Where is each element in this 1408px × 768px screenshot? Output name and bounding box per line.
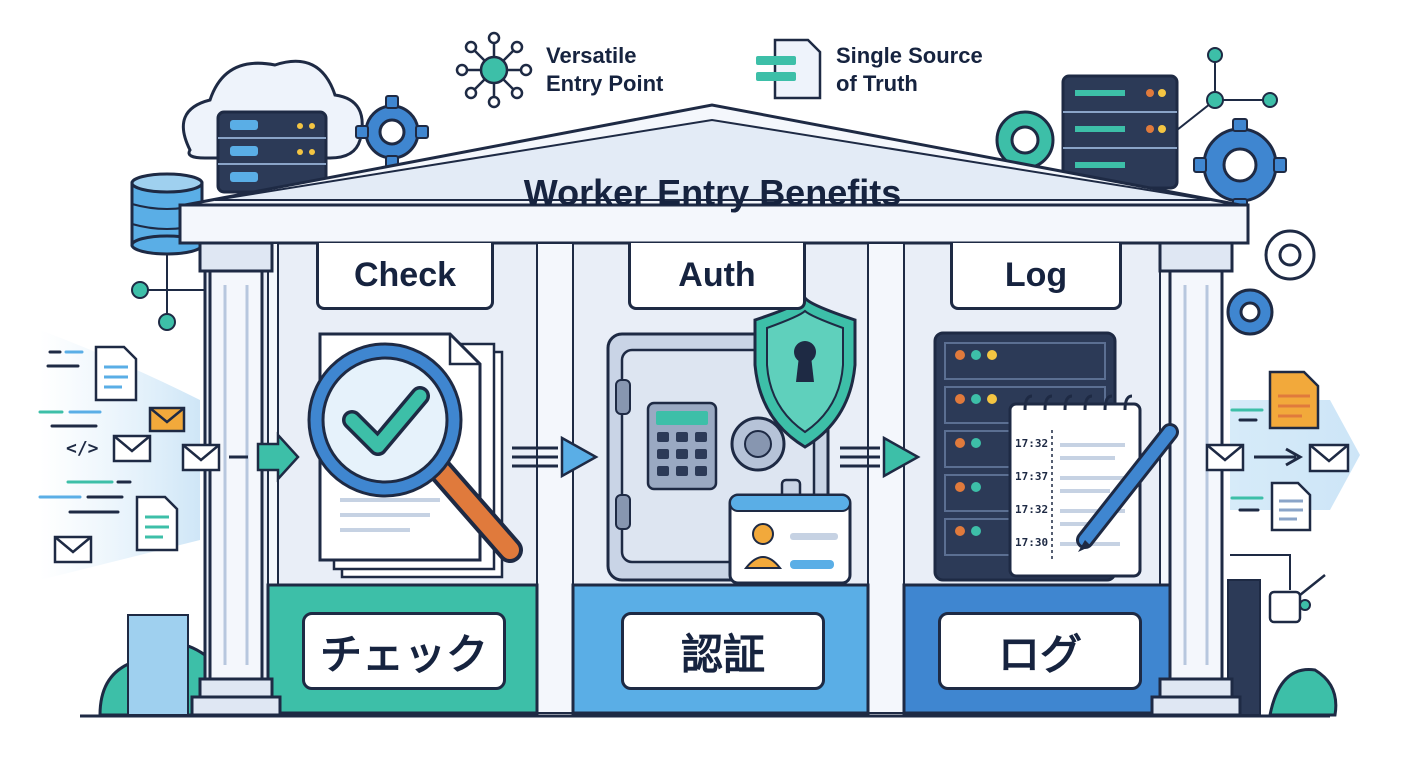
- document-icon: [1268, 370, 1320, 430]
- envelope-icon: [1308, 443, 1350, 473]
- legend-source-of-truth-line1: Single Source: [836, 43, 983, 68]
- pillar-auth-jp-label: 認証: [621, 612, 825, 690]
- network-branch-right: [1176, 47, 1278, 131]
- network-hub-icon: [455, 31, 533, 109]
- document-icon: [1270, 481, 1312, 532]
- gear-icon: [1193, 118, 1287, 212]
- flow-arrow-1: [229, 431, 300, 483]
- diagram-title: Worker Entry Benefits: [523, 172, 902, 213]
- log-time-3: 17:32: [1015, 503, 1049, 516]
- server-rack-icon: [1061, 74, 1179, 190]
- magnifier-check-icon: [307, 342, 523, 563]
- legend-entry-point-line1: Versatile: [546, 43, 637, 68]
- pillar-log-label: Log: [950, 243, 1122, 310]
- document-icon: [135, 495, 179, 552]
- pillar-log-jp-label: ログ: [938, 612, 1142, 690]
- column-left: [190, 241, 282, 717]
- gear-icon: [1264, 229, 1316, 281]
- building-roof: [178, 103, 1250, 245]
- log-time-2: 17:37: [1015, 470, 1049, 483]
- column-right: [1150, 241, 1242, 717]
- pillar-check-jp-label: チェック: [302, 612, 506, 690]
- city-block-left: [127, 614, 189, 716]
- network-branch-left: [131, 254, 205, 331]
- log-time-4: 17:30: [1015, 536, 1049, 549]
- legend-entry-point: Versatile Entry Point: [546, 42, 716, 98]
- gear-icon: [355, 95, 429, 169]
- gear-icon: [1226, 288, 1274, 336]
- envelope-icon: [53, 535, 93, 564]
- pillar-auth-label: Auth: [628, 243, 806, 310]
- legend-source-of-truth: Single Source of Truth: [836, 42, 1026, 98]
- document-icon: [94, 345, 138, 402]
- pillar-dividers: [267, 242, 1171, 714]
- legend-source-of-truth-line2: of Truth: [836, 71, 918, 96]
- envelope-icon: [112, 434, 152, 463]
- speed-lines-left: [38, 350, 132, 514]
- cloud-server-icon: [216, 110, 328, 194]
- flow-arrow-2: [512, 435, 599, 479]
- speed-lines-right: [1230, 408, 1264, 512]
- plug-icon: [1230, 554, 1326, 624]
- bush-right: [1268, 668, 1338, 717]
- envelope-icon: [181, 443, 221, 472]
- flow-arrow-out: [1254, 447, 1304, 467]
- code-tag: </>: [66, 438, 99, 459]
- legend-entry-point-line2: Entry Point: [546, 71, 664, 96]
- pillar-check-label: Check: [316, 243, 494, 310]
- document-list-icon: [756, 38, 822, 100]
- envelope-icon: [1205, 443, 1245, 472]
- pen-icon: [1076, 423, 1179, 552]
- log-time-1: 17:32: [1015, 437, 1049, 450]
- envelope-icon: [148, 406, 186, 433]
- id-badge-icon: [728, 478, 852, 585]
- flow-arrow-3: [840, 435, 921, 479]
